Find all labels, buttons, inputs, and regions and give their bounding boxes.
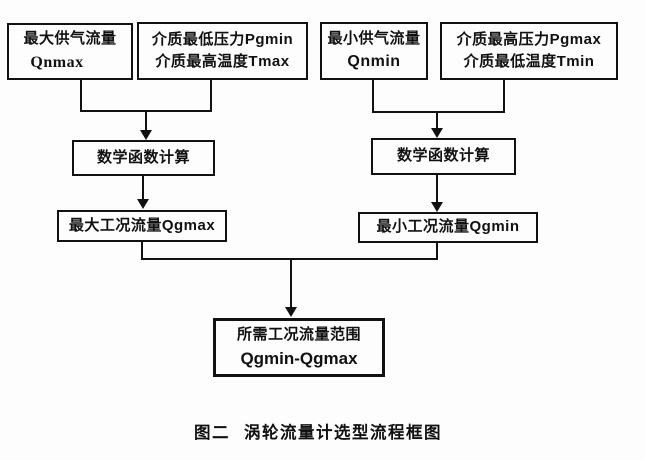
node-math-right-label: 数学函数计算 <box>396 147 490 165</box>
arrow-down-icon <box>137 199 149 209</box>
figure-caption-title: 涡轮流量计选型流程框图 <box>244 424 442 442</box>
arrow-down-icon <box>431 202 443 212</box>
node-qgmax: 最大工况流量Qgmax <box>57 210 227 242</box>
node-pgmin-tmax-line1: 介质最低压力Pgmin <box>151 30 294 48</box>
node-result-line2: Qgmin-Qgmax <box>240 349 358 368</box>
connector-left-merge-stem <box>145 112 147 131</box>
node-qnmax-line1: 最大供气流量 <box>23 30 117 48</box>
figure-caption: 图二涡轮流量计选型流程框图 <box>194 419 442 443</box>
connector-bottom-merge-stem <box>290 260 292 308</box>
connector-mathright-stem <box>436 175 438 203</box>
node-pgmin-tmax: 介质最低压力Pgmin 介质最高温度Tmax <box>137 22 308 80</box>
node-qgmin: 最小工况流量Qgmin <box>358 212 538 243</box>
node-qnmin: 最小供气流量 Qnmin <box>320 22 428 80</box>
arrow-down-icon <box>140 130 152 140</box>
arrow-down-icon <box>431 128 443 138</box>
node-qnmax-line2: Qnmax <box>30 53 84 71</box>
node-pgmax-tmin-line2: 介质最低温度Tmin <box>463 53 595 70</box>
connector-right-merge-stem <box>436 113 438 129</box>
connector-qgmin-drop <box>436 243 438 260</box>
node-qgmax-label: 最大工况流量Qgmax <box>68 216 216 234</box>
connector-bottom-merge-horizontal <box>141 258 438 260</box>
node-pgmax-tmin: 介质最高压力Pgmax 介质最低温度Tmin <box>440 22 618 80</box>
connector-qgmax-drop <box>141 242 143 260</box>
figure-caption-label: 图二 <box>194 424 230 442</box>
node-result-line1: 所需工况流量范围 <box>236 325 361 343</box>
node-pgmax-tmin-line1: 介质最高压力Pgmax <box>456 30 602 48</box>
node-qnmin-line2: Qnmin <box>347 53 401 71</box>
connector-mathleft-stem <box>142 176 144 200</box>
connector-qnmin-drop <box>372 80 374 113</box>
node-math-left-label: 数学函数计算 <box>96 148 190 166</box>
node-qnmin-line1: 最小供气流量 <box>327 29 421 47</box>
arrow-down-icon <box>285 307 297 317</box>
connector-pgmin-drop <box>210 79 212 112</box>
node-qnmax: 最大供气流量 Qnmax <box>7 23 133 80</box>
connector-pgmax-drop <box>503 80 505 113</box>
node-pgmin-tmax-line2: 介质最高温度Tmax <box>155 53 290 70</box>
node-qgmin-label: 最小工况流量Qgmin <box>376 218 520 236</box>
connector-left-merge-horizontal <box>80 110 212 112</box>
node-math-left: 数学函数计算 <box>72 140 215 176</box>
node-math-right: 数学函数计算 <box>371 138 516 175</box>
connector-qnmax-drop <box>80 80 82 112</box>
node-result: 所需工况流量范围 Qgmin-Qgmax <box>213 318 385 377</box>
connector-right-merge-horizontal <box>372 111 505 113</box>
